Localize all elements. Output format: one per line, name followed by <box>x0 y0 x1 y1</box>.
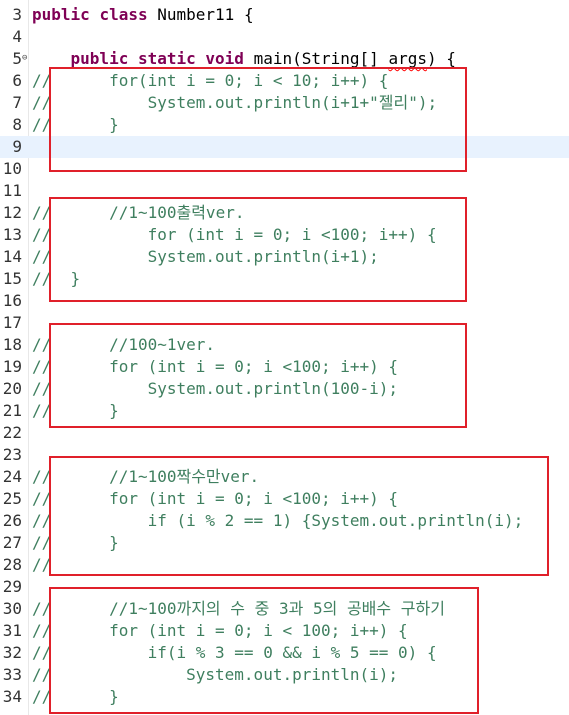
code-line[interactable]: 32 // if(i % 3 == 0 && i % 5 == 0) { <box>0 642 569 664</box>
line-number-gutter <box>0 0 30 715</box>
code-line[interactable]: 12 // //1~100출력ver. <box>0 202 569 224</box>
code-line[interactable]: 14 // System.out.println(i+1); <box>0 246 569 268</box>
annotation-box-1 <box>49 67 467 172</box>
fold-toggle-icon[interactable]: ⊖ <box>22 53 28 63</box>
line-number: 5 <box>12 49 22 68</box>
line-number: 31 <box>2 621 22 640</box>
code-line[interactable]: 27 // } <box>0 532 569 554</box>
code-text: // System.out.println(i+1+"젤리"); <box>32 93 438 112</box>
code-line[interactable]: 26 // if (i % 2 == 1) {System.out.println… <box>0 510 569 532</box>
line-number: 18 <box>2 335 22 354</box>
code-line[interactable]: 24 // //1~100짝수만ver. <box>0 466 569 488</box>
code-text: // if (i % 2 == 1) {System.out.println(i… <box>32 511 524 530</box>
code-text: // for (int i = 0; i < 100; i++) { <box>32 621 408 640</box>
line-number: 33 <box>2 665 22 684</box>
code-text: // } <box>32 533 119 552</box>
code-line[interactable]: 17 <box>0 312 569 334</box>
code-line[interactable]: 7 // System.out.println(i+1+"젤리"); <box>0 92 569 114</box>
code-line[interactable]: 33 // System.out.println(i); <box>0 664 569 686</box>
line-number: 26 <box>2 511 22 530</box>
code-line[interactable]: 20 // System.out.println(100-i); <box>0 378 569 400</box>
code-text: // } <box>32 115 119 134</box>
line-number: 20 <box>2 379 22 398</box>
code-line[interactable]: 19 // for (int i = 0; i <100; i++) { <box>0 356 569 378</box>
code-line[interactable]: 31 // for (int i = 0; i < 100; i++) { <box>0 620 569 642</box>
code-text: // } <box>32 401 119 420</box>
code-text: public static void main(String[] args) { <box>70 49 456 68</box>
line-number: 3 <box>12 5 22 24</box>
code-line[interactable]: 30 // //1~100까지의 수 중 3과 5의 공배수 구하기 <box>0 598 569 620</box>
line-number: 8 <box>12 115 22 134</box>
line-number: 28 <box>2 555 22 574</box>
code-text: // for (int i = 0; i <100; i++) { <box>32 357 399 376</box>
code-text: // } <box>32 269 81 288</box>
line-number: 6 <box>12 71 22 90</box>
code-text: // System.out.println(i); <box>32 665 399 684</box>
line-number: 13 <box>2 225 22 244</box>
annotation-box-4 <box>49 456 549 576</box>
code-text: // System.out.println(i+1); <box>32 247 379 266</box>
code-text: // if(i % 3 == 0 && i % 5 == 0) { <box>32 643 437 662</box>
gutter-divider <box>28 0 29 715</box>
code-line[interactable]: 15 // } <box>0 268 569 290</box>
line-number: 11 <box>2 181 22 200</box>
code-text: // //100~1ver. <box>32 335 216 354</box>
code-text: // //1~100까지의 수 중 3과 5의 공배수 구하기 <box>32 599 445 618</box>
line-number: 17 <box>2 313 22 332</box>
line-number: 9 <box>12 137 22 156</box>
code-line[interactable]: 23 <box>0 444 569 466</box>
line-number: 24 <box>2 467 22 486</box>
line-number: 14 <box>2 247 22 266</box>
code-line[interactable]: 18 // //100~1ver. <box>0 334 569 356</box>
line-number: 7 <box>12 93 22 112</box>
code-text: // } <box>32 687 119 706</box>
code-text: // for (int i = 0; i <100; i++) { <box>32 489 399 508</box>
code-line[interactable]: 34 // } <box>0 686 569 708</box>
annotation-box-3 <box>49 323 467 428</box>
code-text: // <box>32 555 52 574</box>
line-number: 15 <box>2 269 22 288</box>
code-text: // for(int i = 0; i < 10; i++) { <box>32 71 389 90</box>
line-number: 25 <box>2 489 22 508</box>
code-line[interactable]: 22 <box>0 422 569 444</box>
code-text: // //1~100짝수만ver. <box>32 467 260 486</box>
line-number: 12 <box>2 203 22 222</box>
line-number: 10 <box>2 159 22 178</box>
code-line[interactable]: 9 <box>0 136 569 158</box>
annotation-box-2 <box>49 197 467 302</box>
code-line[interactable]: 29 <box>0 576 569 598</box>
line-number: 29 <box>2 577 22 596</box>
line-number: 4 <box>12 27 22 46</box>
line-number: 23 <box>2 445 22 464</box>
code-text: // System.out.println(100-i); <box>32 379 399 398</box>
line-number: 27 <box>2 533 22 552</box>
line-number: 22 <box>2 423 22 442</box>
code-line[interactable]: 28 // <box>0 554 569 576</box>
line-number: 21 <box>2 401 22 420</box>
code-line[interactable]: 6 // for(int i = 0; i < 10; i++) { <box>0 70 569 92</box>
code-line[interactable]: 10 <box>0 158 569 180</box>
code-line[interactable]: 3 public class Number11 { <box>0 4 569 26</box>
code-line[interactable]: 8 // } <box>0 114 569 136</box>
code-text: public class Number11 { <box>32 5 254 24</box>
line-number: 34 <box>2 687 22 706</box>
code-line[interactable]: 16 <box>0 290 569 312</box>
line-number: 16 <box>2 291 22 310</box>
code-text: // //1~100출력ver. <box>32 203 245 222</box>
line-number: 30 <box>2 599 22 618</box>
code-text: // for (int i = 0; i <100; i++) { <box>32 225 437 244</box>
annotation-box-5 <box>49 587 479 714</box>
code-line[interactable]: 13 // for (int i = 0; i <100; i++) { <box>0 224 569 246</box>
code-line[interactable]: 4 <box>0 26 569 48</box>
line-number: 19 <box>2 357 22 376</box>
line-number: 32 <box>2 643 22 662</box>
code-line[interactable]: 21 // } <box>0 400 569 422</box>
code-line[interactable]: 25 // for (int i = 0; i <100; i++) { <box>0 488 569 510</box>
code-line[interactable]: 11 <box>0 180 569 202</box>
code-line[interactable]: 5⊖ public static void main(String[] args… <box>0 48 569 70</box>
